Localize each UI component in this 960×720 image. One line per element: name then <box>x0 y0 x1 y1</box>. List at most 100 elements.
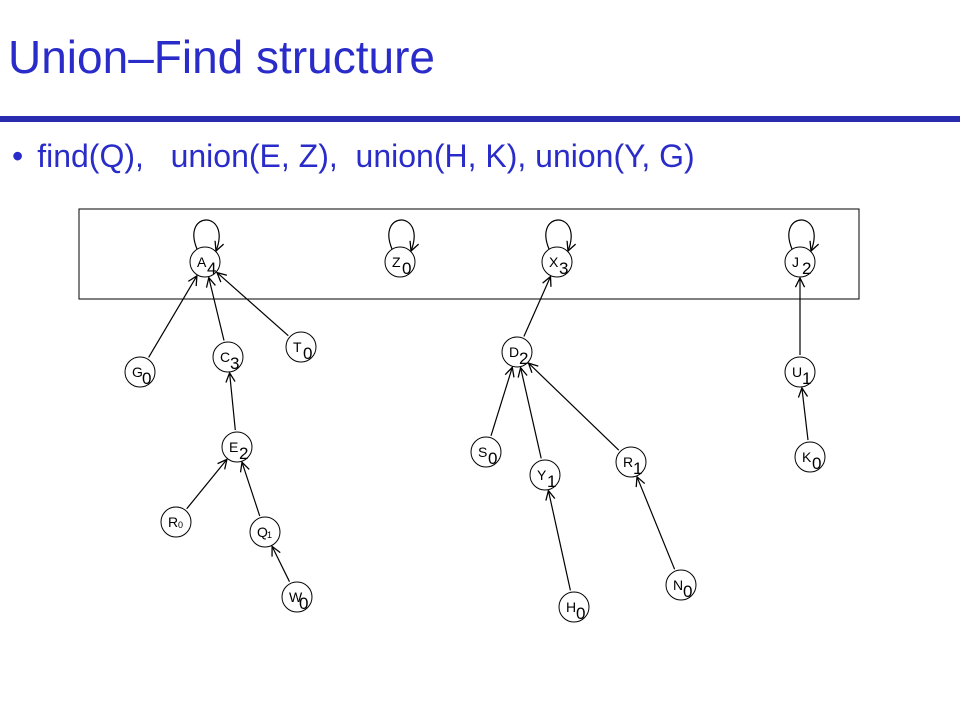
edge-y-to-d <box>521 368 542 459</box>
node-rank: 1 <box>802 369 811 388</box>
node-rank: 0 <box>683 582 692 601</box>
self-loop-a <box>193 219 219 251</box>
edge-e-to-c <box>230 373 236 431</box>
node-label: Q <box>257 524 268 540</box>
node-rank: 0 <box>303 344 312 363</box>
node-label: K <box>802 449 812 465</box>
page-title: Union–Find structure <box>8 31 435 83</box>
node-rank: 0 <box>576 604 585 623</box>
bullet-dot: • <box>12 138 24 174</box>
title-divider <box>0 116 960 122</box>
node-rank: 2 <box>239 444 248 463</box>
node-label: Y <box>537 467 547 483</box>
node-rank: 0 <box>402 259 411 278</box>
node-circle <box>665 569 697 601</box>
node-label: A <box>197 254 207 270</box>
node-circle <box>124 356 156 388</box>
node-circle <box>541 246 573 278</box>
edge-q-to-e <box>242 462 261 517</box>
node-rank: 0 <box>299 594 308 613</box>
node-circle <box>281 581 313 613</box>
node-circle <box>212 341 244 373</box>
node-rank: 1 <box>547 472 556 491</box>
node-circle <box>384 246 416 278</box>
node-label: N <box>673 577 683 593</box>
node-label: G <box>132 364 143 380</box>
node-rank: 1 <box>633 459 642 478</box>
node-label: Z <box>392 254 401 270</box>
node-label: X <box>549 254 559 270</box>
node-circle <box>160 506 192 538</box>
edge-r-to-e <box>186 459 227 510</box>
node-rank: 0 <box>488 449 497 468</box>
node-label: E <box>229 439 238 455</box>
node-rank: 0 <box>178 520 183 530</box>
node-label: U <box>792 364 802 380</box>
node-rank: 1 <box>267 530 272 540</box>
edge-t-to-a <box>217 273 289 337</box>
node-label: C <box>220 349 230 365</box>
node-label: D <box>509 344 519 360</box>
node-label: H <box>566 599 576 615</box>
node-label: J <box>792 254 799 270</box>
edge-n-to-r <box>637 477 676 570</box>
node-rank: 3 <box>559 259 568 278</box>
edge-r-to-d <box>529 363 620 451</box>
edge-h-to-y <box>548 491 571 591</box>
node-rank: 0 <box>812 454 821 473</box>
root-set-box <box>78 208 860 300</box>
node-circle <box>249 516 281 548</box>
node-circle <box>794 441 826 473</box>
bullet-item: • find(Q), union(E, Z), union(H, K), unio… <box>12 140 695 172</box>
self-loop-z <box>388 219 414 251</box>
node-label: R <box>168 514 178 530</box>
node-circle <box>558 591 590 623</box>
edge-c-to-a <box>209 278 225 341</box>
node-circle <box>529 459 561 491</box>
edges <box>148 273 809 591</box>
edge-g-to-a <box>148 276 197 358</box>
edge-w-to-q <box>272 546 291 582</box>
node-label: R <box>623 454 633 470</box>
node-circle <box>470 436 502 468</box>
node-circle <box>784 356 816 388</box>
node-label: S <box>478 444 487 460</box>
node-rank: 2 <box>519 349 528 368</box>
node-circle <box>784 246 816 278</box>
self-loop-x <box>545 219 571 251</box>
node-rank: 3 <box>230 354 239 373</box>
edge-s-to-d <box>490 367 512 436</box>
node-circle <box>501 336 533 368</box>
bullet-text: find(Q), union(E, Z), union(H, K), union… <box>37 138 695 174</box>
node-circle <box>221 431 253 463</box>
node-circle <box>615 446 647 478</box>
node-w: W0 <box>281 581 313 613</box>
edge-k-to-u <box>802 388 809 441</box>
self-loops <box>193 219 814 251</box>
edge-d-to-x <box>523 277 551 337</box>
node-rank: 2 <box>802 259 811 278</box>
node-circle <box>285 331 317 363</box>
node-rank: 0 <box>142 369 151 388</box>
node-label: W <box>289 589 303 605</box>
